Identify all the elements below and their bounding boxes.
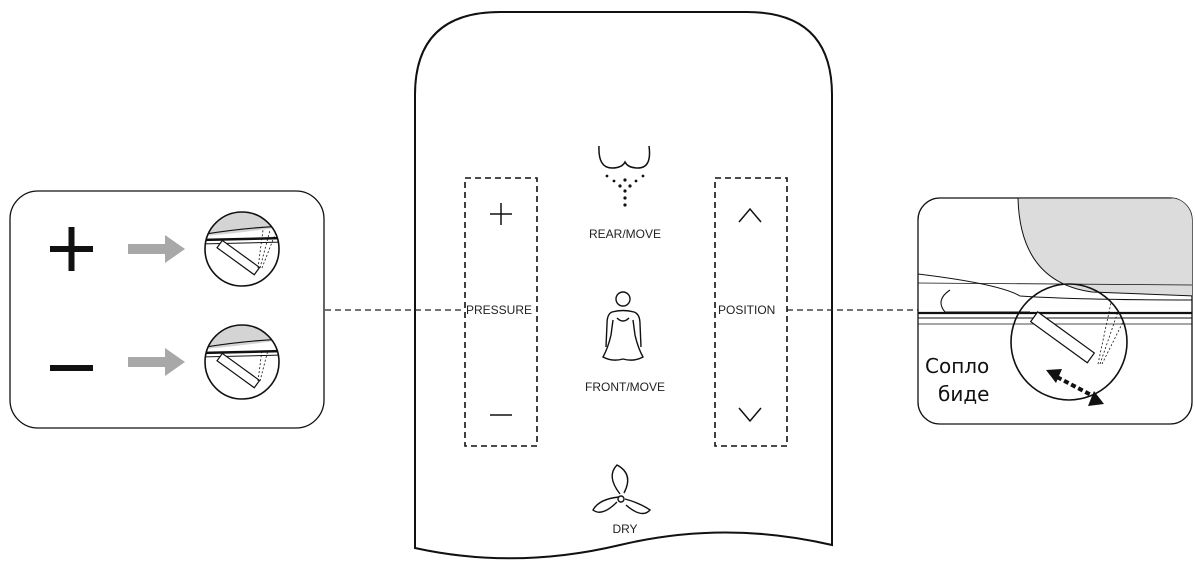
plus-symbol xyxy=(50,227,93,271)
plus-icon[interactable] xyxy=(490,203,512,225)
nozzle-label-line2: биде xyxy=(938,382,990,406)
pressure-inset-box xyxy=(9,190,325,429)
double-arrow-icon xyxy=(1046,369,1104,406)
remote-body xyxy=(414,11,833,560)
front-wash-icon[interactable] xyxy=(602,291,644,361)
position-button-group[interactable] xyxy=(714,177,788,447)
nozzle-detail-position xyxy=(1029,297,1127,365)
nozzle-label-line1: Сопло xyxy=(925,354,990,378)
arrow-right-icon xyxy=(128,235,185,263)
nozzle-circle xyxy=(204,211,280,287)
nozzle-circle xyxy=(204,324,280,400)
arrow-right-icon xyxy=(128,348,185,376)
front-move-label: FRONT/MOVE xyxy=(585,380,665,394)
chevron-down-icon[interactable] xyxy=(738,407,762,423)
position-label: POSITION xyxy=(718,303,776,317)
pressure-label: PRESSURE xyxy=(466,303,533,317)
rear-wash-icon[interactable] xyxy=(598,145,651,207)
dry-label: DRY xyxy=(612,522,638,536)
pressure-button-group[interactable] xyxy=(464,177,538,447)
seat-illustration xyxy=(918,198,1192,325)
rear-move-label: REAR/MOVE xyxy=(588,227,661,241)
chevron-up-icon[interactable] xyxy=(738,207,762,223)
nozzle-circle-large xyxy=(1010,283,1128,401)
fan-icon[interactable] xyxy=(592,464,652,515)
